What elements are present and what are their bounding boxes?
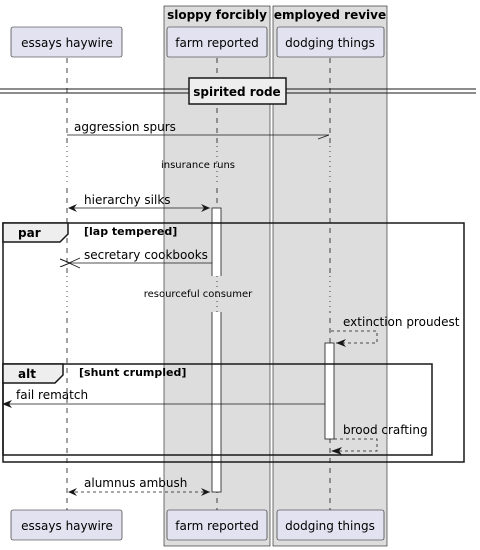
message-label: brood crafting (343, 423, 428, 437)
message-alumnus-ambush: alumnus ambush (68, 476, 210, 496)
fragment-condition: [lap tempered] (84, 225, 177, 238)
participant-label: essays haywire (21, 519, 113, 533)
message-fail-rematch: fail rematch (2, 388, 325, 408)
fragment-alt: alt [shunt crumpled] (2, 363, 433, 456)
participant-farm-reported[interactable]: farm reported (166, 26, 268, 58)
delay-label: resourceful consumer (144, 289, 253, 300)
message-label: fail rematch (16, 388, 88, 402)
divider-title: spirited rode (193, 85, 280, 99)
participant-label: farm reported (175, 36, 258, 50)
message-label: hierarchy silks (84, 193, 171, 207)
participant-essays-haywire[interactable]: essays haywire (10, 26, 123, 58)
message-label: aggression spurs (74, 120, 176, 134)
fragment-condition: [shunt crumpled] (79, 366, 186, 379)
message-label: alumnus ambush (84, 476, 187, 490)
box-title: sloppy forcibly (167, 8, 267, 22)
activation-dodging-things (324, 342, 335, 440)
message-label: extinction proudest (343, 315, 460, 329)
fragment-par: par [lap tempered] (2, 222, 465, 463)
participant-footer-farm-reported[interactable]: farm reported (166, 509, 268, 541)
participant-dodging-things[interactable]: dodging things (276, 26, 385, 58)
participant-label: dodging things (285, 36, 375, 50)
participant-label: essays haywire (21, 36, 113, 50)
message-aggression-spurs: aggression spurs (67, 120, 330, 140)
divider: spirited rode (0, 77, 476, 105)
message-extinction-proudest: extinction proudest (331, 315, 460, 347)
message-hierarchy-silks: hierarchy silks (68, 193, 210, 212)
activation-farm-reported (211, 207, 222, 493)
participant-footer-essays-haywire[interactable]: essays haywire (10, 509, 123, 541)
message-brood-crafting: brood crafting (331, 423, 428, 455)
message-secretary-cookbooks: secretary cookbooks (69, 248, 212, 269)
delay-1: insurance runs (66, 146, 331, 186)
participant-label: dodging things (285, 519, 375, 533)
fragment-keyword: alt (18, 367, 36, 381)
delay-label: insurance runs (161, 160, 235, 171)
delay-2: resourceful consumer (66, 276, 331, 312)
box-title: employed revive (274, 8, 386, 22)
message-label: secretary cookbooks (84, 248, 208, 262)
box-employed-revive: employed revive (272, 5, 388, 547)
participant-label: farm reported (175, 519, 258, 533)
participant-footer-dodging-things[interactable]: dodging things (276, 509, 385, 541)
fragment-keyword: par (18, 226, 41, 240)
